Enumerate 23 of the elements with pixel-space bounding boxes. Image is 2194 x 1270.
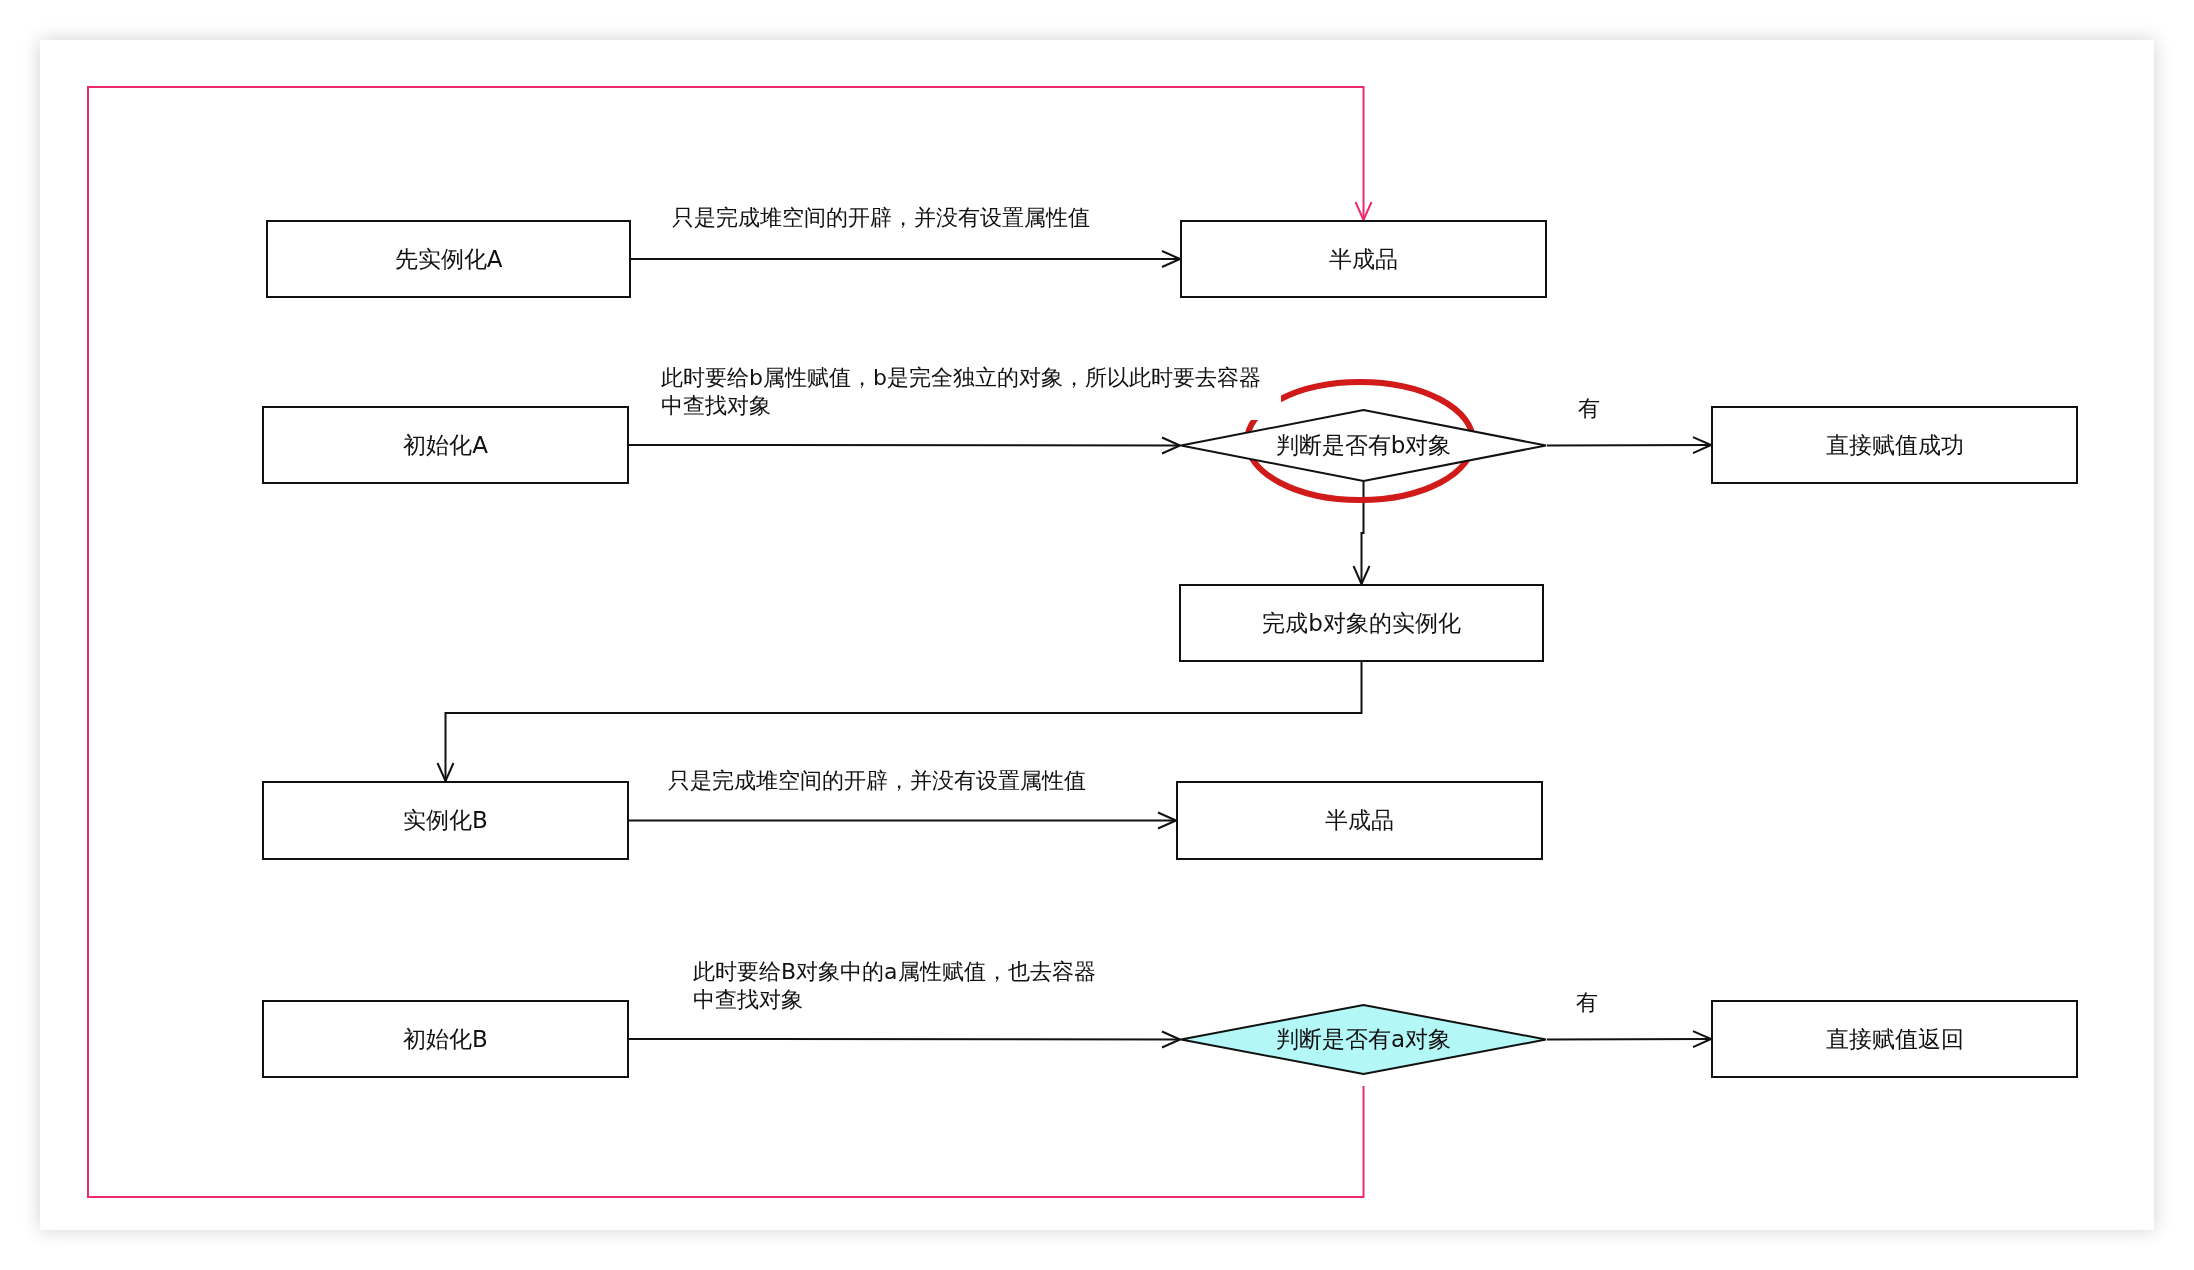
decision-diamond: 判断是否有a对象 <box>1180 1004 1547 1075</box>
arrow <box>628 811 1177 830</box>
edge-label: 只是完成堆空间的开辟，并没有设置属性值 <box>672 204 1090 232</box>
process-box: 初始化A <box>262 406 629 484</box>
arrow <box>436 661 1363 782</box>
arrow <box>628 436 1181 455</box>
arrow <box>628 1030 1181 1049</box>
process-box: 实例化B <box>262 781 629 860</box>
arrow <box>1546 436 1712 455</box>
process-box: 直接赋值返回 <box>1711 1000 2078 1078</box>
arrow <box>87 86 1373 1198</box>
decision-diamond: 判断是否有b对象 <box>1180 409 1547 482</box>
arrow <box>1546 1030 1712 1049</box>
process-box: 初始化B <box>262 1000 629 1078</box>
arrow <box>630 250 1181 268</box>
arrow <box>1352 481 1371 585</box>
edge-label: 只是完成堆空间的开辟，并没有设置属性值 <box>668 767 1086 795</box>
process-box: 直接赋值成功 <box>1711 406 2078 484</box>
edge-label: 此时要给b属性赋值，b是完全独立的对象，所以此时要去容器中查找对象 <box>661 364 1281 420</box>
process-box: 完成b对象的实例化 <box>1179 584 1544 662</box>
process-box: 半成品 <box>1180 220 1547 298</box>
process-box: 半成品 <box>1176 781 1543 860</box>
process-box: 先实例化A <box>266 220 631 298</box>
